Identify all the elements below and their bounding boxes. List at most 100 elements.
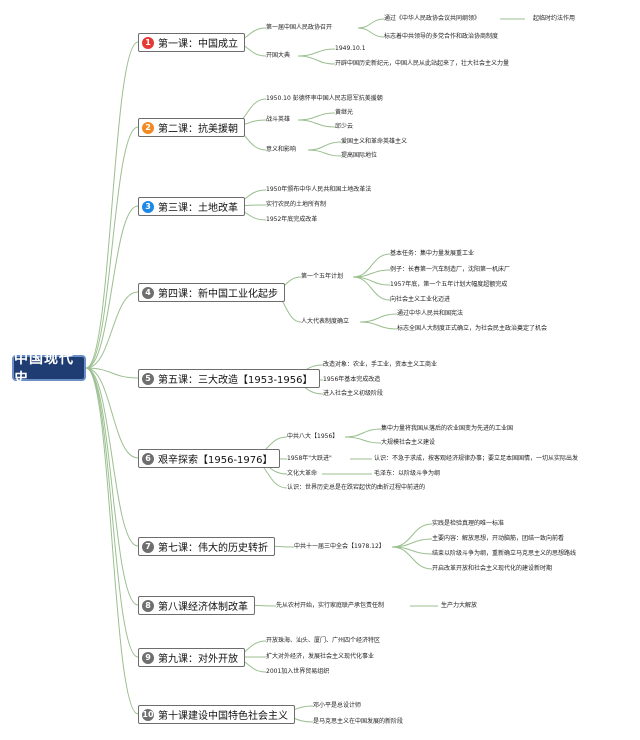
number-badge: 10 xyxy=(142,708,154,721)
connector-line xyxy=(344,428,382,438)
connector-line xyxy=(357,18,385,29)
lesson-title: 第七课：伟大的历史转折 xyxy=(158,543,268,554)
connector-line xyxy=(391,546,433,570)
connector-line xyxy=(352,276,391,301)
topic-node[interactable]: 大规模社会主义建设 xyxy=(381,439,436,446)
topic-node[interactable]: 认识：世界历史总是在跌宕起伏的曲折过程中前进的 xyxy=(287,484,426,491)
connector-line xyxy=(307,141,342,151)
topic-node[interactable]: 人大代表制度确立 xyxy=(301,318,350,325)
topic-node[interactable]: 集中力量将我国从落后的农业国变为先进的工业国 xyxy=(381,425,514,432)
connector-line xyxy=(85,367,139,606)
topic-node[interactable]: 改造对象：农业，手工业，资本主义工商业 xyxy=(323,361,438,368)
topic-node[interactable]: 主要内容：解放思想，开动脑筋，团结一致向前看 xyxy=(432,535,565,542)
connector-line xyxy=(359,313,398,323)
connector-line xyxy=(297,112,336,121)
lesson-4[interactable]: 4 第四课：新中国工业化起步 xyxy=(138,283,285,302)
topic-node[interactable]: 基本任务：集中力量发展重工业 xyxy=(390,250,475,257)
connector-line xyxy=(307,149,342,157)
lesson-title: 第九课：对外开放 xyxy=(158,654,238,665)
lesson-9[interactable]: 9 第九课：对外开放 xyxy=(138,648,245,667)
connector-line xyxy=(297,48,336,57)
topic-node[interactable]: 结束以阶级斗争为纲，重新确立马克思主义的思想路线 xyxy=(432,550,577,557)
number-badge: 9 xyxy=(142,651,154,664)
lesson-title: 艰辛探索【1956-1976】 xyxy=(158,455,273,466)
lesson-7[interactable]: 7 第七课：伟大的历史转折 xyxy=(138,537,275,556)
number-badge: 4 xyxy=(142,286,154,299)
topic-node[interactable]: 第一个五年计划 xyxy=(301,273,344,280)
topic-node[interactable]: 1952年底完成改革 xyxy=(266,216,318,223)
lesson-3[interactable]: 3 第三课：土地改革 xyxy=(138,197,245,216)
connector-line xyxy=(357,27,385,38)
connector-line xyxy=(85,41,139,369)
connector-line xyxy=(85,367,139,658)
topic-node[interactable]: 生产力大解放 xyxy=(441,602,478,609)
topic-node[interactable]: 1950.10 彭德怀率中国人民志愿军抗美援朝 xyxy=(266,95,383,102)
topic-node[interactable]: 1957年底，第一个五年计划大幅度超额完成 xyxy=(390,281,508,288)
topic-node[interactable]: 开启改革开放和社会主义现代化的建设新时期 xyxy=(432,565,553,572)
topic-node[interactable]: 通过《中华人民政协会议共同纲领》 xyxy=(384,15,481,22)
number-badge: 7 xyxy=(142,540,154,553)
topic-node[interactable]: 通过中华人民共和国宪法 xyxy=(397,310,464,317)
topic-node[interactable]: 认识：不急于求成，按客观经济规律办事；要立足本国国情，一切从实际出发 xyxy=(374,455,579,462)
lesson-1[interactable]: 1 第一课：中国成立 xyxy=(138,33,245,52)
topic-node[interactable]: 例子：长春第一汽车制造厂，沈阳第一机床厂 xyxy=(390,266,511,273)
lesson-title: 第三课：土地改革 xyxy=(158,203,238,214)
lesson-5[interactable]: 5 第五课：三大改造【1953-1956】 xyxy=(138,369,320,388)
topic-node[interactable]: 第一届中国人民政协召开 xyxy=(266,24,333,31)
topic-node[interactable]: 意义和影响 xyxy=(266,146,297,153)
topic-node[interactable]: 开放珠海、汕头、厦门、广州四个经济特区 xyxy=(266,637,381,644)
lesson-title: 第八课经济体制改革 xyxy=(158,602,248,613)
topic-node[interactable]: 邓小平是总设计师 xyxy=(313,702,362,709)
connector-line xyxy=(85,367,139,715)
topic-node[interactable]: 文化大革命 xyxy=(287,470,318,477)
topic-node[interactable]: 实行农民的土地所有制 xyxy=(266,201,327,208)
topic-node[interactable]: 战斗英雄 xyxy=(266,116,291,123)
topic-node[interactable]: 先从农村开始，实行家庭联产承包责任制 xyxy=(276,602,385,609)
topic-node[interactable]: 是马克思主义在中国发展的新阶段 xyxy=(313,718,404,725)
topic-node[interactable]: 2001加入世界贸易组织 xyxy=(266,668,330,675)
connector-line xyxy=(297,55,336,65)
number-badge: 1 xyxy=(142,36,154,49)
connector-line xyxy=(359,321,398,330)
connector-line xyxy=(85,291,139,369)
topic-node[interactable]: 向社会主义工业化迈进 xyxy=(390,296,451,303)
topic-node[interactable]: 1956年基本完成改造 xyxy=(323,376,381,383)
topic-node[interactable]: 起临时约法作用 xyxy=(533,15,576,22)
connector-line xyxy=(85,367,139,547)
topic-node[interactable]: 1950年颁布中华人民共和国土地改革法 xyxy=(266,186,372,193)
topic-node[interactable]: 黄继光 xyxy=(335,109,354,116)
topic-node[interactable]: 提高国际地位 xyxy=(341,152,378,159)
root-topic[interactable]: 中国现代史 xyxy=(12,351,86,387)
connector-line xyxy=(85,367,139,459)
connector-line xyxy=(391,523,433,548)
topic-node[interactable]: 中共八大【1956】 xyxy=(287,433,339,440)
topic-node[interactable]: 开辟中国历史新纪元，中国人民从此站起来了，壮大社会主义力量 xyxy=(335,60,510,67)
topic-node[interactable]: 爱国主义和革命英雄主义 xyxy=(341,138,408,145)
topic-node[interactable]: 进入社会主义初级阶段 xyxy=(323,390,384,397)
lesson-title: 第四课：新中国工业化起步 xyxy=(158,289,278,300)
connector-line xyxy=(344,436,382,444)
connector-line xyxy=(85,205,139,369)
topic-node[interactable]: 1958年"大跃进" xyxy=(287,455,332,462)
lesson-title: 第五课：三大改造【1953-1956】 xyxy=(158,375,313,386)
topic-node[interactable]: 1949.10.1 xyxy=(335,45,366,52)
topic-node[interactable]: 扩大对外经济，发展社会主义现代化事业 xyxy=(266,653,375,660)
lesson-title: 第一课：中国成立 xyxy=(158,39,238,50)
topic-node[interactable]: 毛泽东：以阶级斗争为纲 xyxy=(374,470,441,477)
topic-node[interactable]: 邱少云 xyxy=(335,123,354,130)
topic-node[interactable]: 实践是检验真理的唯一标准 xyxy=(432,520,505,527)
topic-node[interactable]: 标志全国人大制度正式确立，为社会民主政治奠定了机会 xyxy=(397,325,548,332)
number-badge: 3 xyxy=(142,200,154,213)
connector-line xyxy=(297,119,336,128)
topic-node[interactable]: 开国大典 xyxy=(266,52,291,59)
topic-node[interactable]: 标志着中共领导的多党合作和政治协商制度 xyxy=(384,33,499,40)
number-badge: 5 xyxy=(142,372,154,385)
topic-node[interactable]: 中共十一届三中全会【1978.12】 xyxy=(294,543,385,550)
connector-line xyxy=(85,126,139,369)
